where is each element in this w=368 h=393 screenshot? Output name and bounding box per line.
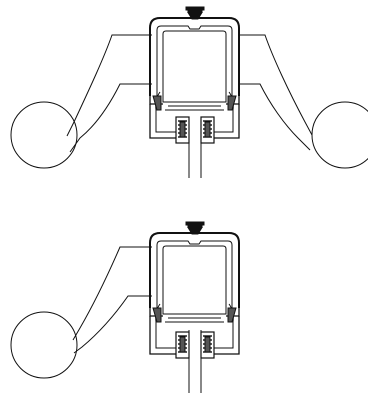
bottom-base-channel [149, 303, 240, 359]
top-right-cylinder [311, 101, 368, 169]
top-view [10, 6, 368, 178]
top-left-cylinder [10, 101, 78, 169]
top-left-wing [10, 34, 152, 169]
top-profile-body [149, 6, 240, 111]
top-vertical-post [188, 118, 202, 178]
bottom-profile-body [149, 221, 240, 323]
bottom-left-cylinder [10, 311, 78, 379]
bottom-vertical-post [188, 330, 202, 393]
bottom-left-wing [10, 246, 152, 379]
top-base-channel [149, 91, 240, 144]
top-right-wing [238, 34, 368, 169]
bottom-view [10, 221, 240, 393]
